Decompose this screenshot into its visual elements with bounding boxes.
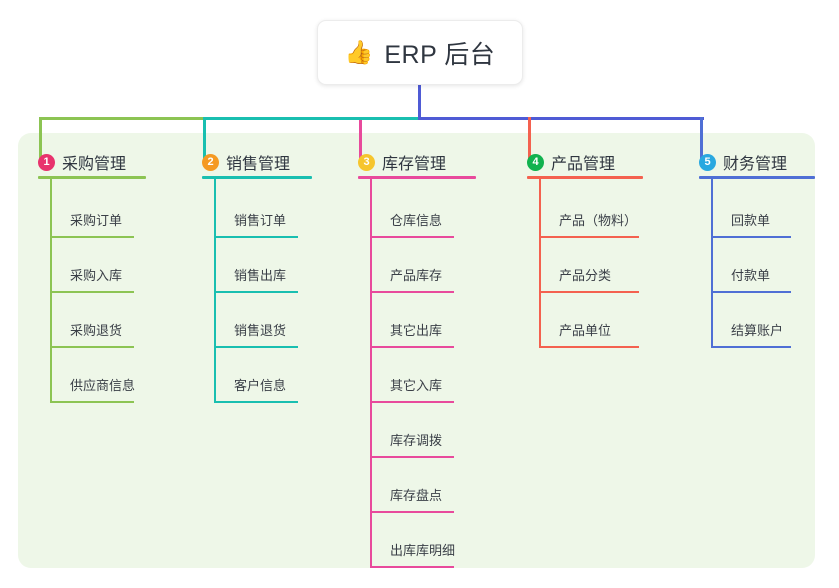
leaf-item[interactable]: 销售退货: [234, 323, 287, 338]
leaf-underline: [50, 401, 134, 403]
trunk-line: [417, 84, 421, 120]
root-node-content: 👍 ERP 后台: [345, 35, 496, 71]
leaf-underline: [370, 236, 454, 238]
branch-spine-3: [370, 176, 372, 566]
leaf-item[interactable]: 结算账户: [731, 323, 784, 338]
leaf-underline: [711, 346, 791, 348]
leaf-item[interactable]: 出库库明细: [390, 543, 456, 558]
branch-header-1[interactable]: 1 采购管理: [38, 150, 126, 174]
branch-header-3[interactable]: 3 库存管理: [358, 150, 446, 174]
leaf-item[interactable]: 其它出库: [390, 323, 443, 338]
leaf-underline: [214, 346, 298, 348]
branch-title-4: 产品管理: [551, 156, 616, 173]
leaf-underline: [214, 236, 298, 238]
leaf-underline: [370, 401, 454, 403]
diagram-panel: [18, 133, 815, 568]
bus-segment-teal: [204, 117, 419, 120]
leaf-item[interactable]: 采购订单: [70, 213, 123, 228]
bus-segment-green: [40, 117, 204, 120]
leaf-underline: [711, 236, 791, 238]
branch-title-5: 财务管理: [723, 156, 788, 173]
leaf-item[interactable]: 仓库信息: [390, 213, 443, 228]
branch-spine-1: [50, 176, 52, 401]
leaf-underline: [214, 291, 298, 293]
leaf-item[interactable]: 销售订单: [234, 213, 287, 228]
leaf-item[interactable]: 销售出库: [234, 268, 287, 283]
leaf-item[interactable]: 产品分类: [559, 268, 612, 283]
drop-line-col-3: [359, 120, 362, 160]
leaf-item[interactable]: 付款单: [731, 268, 771, 283]
branch-number-badge-1: 1: [38, 153, 55, 171]
leaf-underline: [539, 346, 639, 348]
leaf-item[interactable]: 回款单: [731, 213, 771, 228]
leaf-item[interactable]: 库存盘点: [390, 488, 443, 503]
branch-title-1: 采购管理: [62, 156, 127, 173]
root-node-card[interactable]: 👍 ERP 后台: [317, 20, 523, 85]
leaf-item[interactable]: 采购退货: [70, 323, 123, 338]
leaf-underline: [370, 291, 454, 293]
branch-number-badge-4: 4: [527, 153, 544, 171]
leaf-item[interactable]: 供应商信息: [70, 378, 136, 393]
leaf-underline: [539, 291, 639, 293]
branch-underline-4: [527, 176, 643, 179]
drop-line-col-4: [528, 117, 531, 160]
leaf-item[interactable]: 其它入库: [390, 378, 443, 393]
drop-line-col-1: [39, 117, 42, 160]
branch-header-4[interactable]: 4 产品管理: [527, 150, 615, 174]
leaf-item[interactable]: 库存调拨: [390, 433, 443, 448]
leaf-item[interactable]: 产品单位: [559, 323, 612, 338]
root-node-title: ERP 后台: [384, 40, 496, 69]
bus-segment-blue: [417, 117, 704, 120]
branch-title-2: 销售管理: [226, 156, 291, 173]
leaf-item[interactable]: 客户信息: [234, 378, 287, 393]
branch-spine-2: [214, 176, 216, 401]
branch-underline-2: [202, 176, 312, 179]
branch-number-badge-3: 3: [358, 153, 375, 171]
drop-line-col-2: [203, 117, 206, 160]
branch-header-5[interactable]: 5 财务管理: [699, 150, 787, 174]
leaf-underline: [711, 291, 791, 293]
leaf-underline: [50, 346, 134, 348]
branch-spine-4: [539, 176, 541, 346]
leaf-underline: [539, 236, 639, 238]
drop-line-col-5: [700, 117, 703, 160]
branch-number-badge-2: 2: [202, 153, 219, 171]
leaf-item[interactable]: 采购入库: [70, 268, 123, 283]
branch-underline-1: [38, 176, 146, 179]
branch-title-3: 库存管理: [382, 156, 447, 173]
leaf-underline: [50, 291, 134, 293]
branch-header-2[interactable]: 2 销售管理: [202, 150, 290, 174]
leaf-underline: [370, 566, 454, 568]
leaf-underline: [370, 456, 454, 458]
leaf-item[interactable]: 产品（物料）: [559, 213, 638, 228]
leaf-underline: [370, 511, 454, 513]
leaf-item[interactable]: 产品库存: [390, 268, 443, 283]
branch-number-badge-5: 5: [699, 153, 716, 171]
thumbs-up-icon: 👍: [344, 39, 374, 65]
leaf-underline: [50, 236, 134, 238]
branch-underline-5: [699, 176, 815, 179]
branch-underline-3: [358, 176, 476, 179]
leaf-underline: [214, 401, 298, 403]
branch-spine-5: [711, 176, 713, 346]
leaf-underline: [370, 346, 454, 348]
